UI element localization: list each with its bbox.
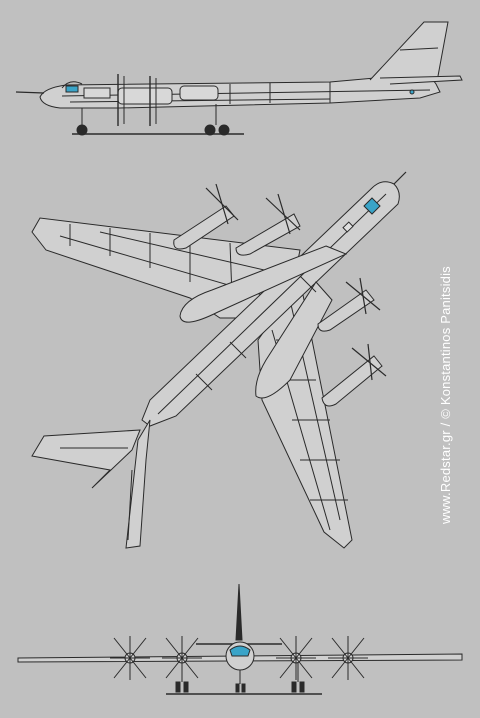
front-view [17, 583, 463, 695]
side-view [15, 21, 463, 136]
top-view [31, 171, 407, 549]
copyright-credit: www.Redstar.gr / © Konstantinos Panitsid… [438, 266, 453, 524]
